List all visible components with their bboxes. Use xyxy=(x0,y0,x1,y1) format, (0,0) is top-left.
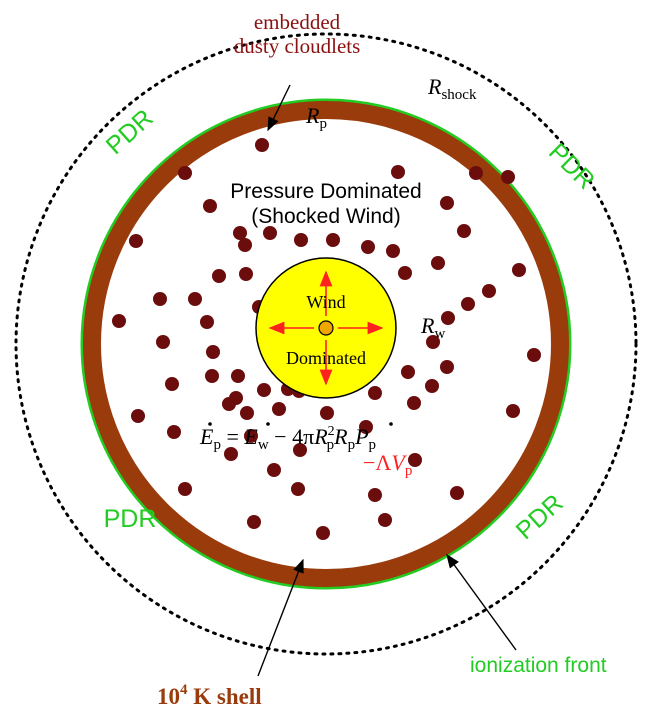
cloudlet xyxy=(361,240,375,254)
cloudlet xyxy=(440,360,454,374)
dot-accent-Ew xyxy=(266,422,270,426)
cloudlet xyxy=(178,166,192,180)
cloudlet xyxy=(506,404,520,418)
cloudlet xyxy=(293,443,307,457)
cloudlet xyxy=(320,406,334,420)
cloudlet xyxy=(527,348,541,362)
cloudlet xyxy=(178,482,192,496)
cloudlet xyxy=(153,292,167,306)
dot-accent-Rp xyxy=(389,422,393,426)
pdr-label-top-right: PDR xyxy=(543,138,600,195)
cloudlet xyxy=(457,224,471,238)
cloudlet xyxy=(291,482,305,496)
cloudlet xyxy=(247,515,261,529)
cloudlets-label-line1: embedded xyxy=(254,10,341,34)
cloudlet xyxy=(386,244,400,258)
cloudlet xyxy=(294,233,308,247)
cloudlet xyxy=(240,406,254,420)
cloudlet xyxy=(368,488,382,502)
cloudlet xyxy=(212,269,226,283)
cloudlet xyxy=(441,311,455,325)
cloudlet xyxy=(391,165,405,179)
cloudlet xyxy=(231,369,245,383)
dot-accent-Ep xyxy=(208,422,212,426)
cloudlet xyxy=(222,397,236,411)
cloudlet xyxy=(425,379,439,393)
cloudlet xyxy=(224,447,238,461)
r-shock-label: Rshock xyxy=(427,74,477,103)
cloudlet xyxy=(272,402,286,416)
cloudlet xyxy=(203,199,217,213)
cloudlet xyxy=(469,166,483,180)
energy-loss-term: −ΛVp xyxy=(363,450,412,479)
shell-label: 104 K shell xyxy=(157,682,262,709)
cloudlet xyxy=(200,315,214,329)
wind-label-line1: Wind xyxy=(306,292,345,312)
cloudlet xyxy=(188,292,202,306)
shock-front xyxy=(14,32,638,656)
cloudlet xyxy=(440,196,454,210)
cloudlet xyxy=(257,383,271,397)
cloudlet xyxy=(233,226,247,240)
cloudlet xyxy=(316,526,330,540)
cloudlet xyxy=(501,170,515,184)
cloudlet xyxy=(156,335,170,349)
cloudlet xyxy=(401,365,415,379)
cloudlet xyxy=(326,233,340,247)
cloudlet xyxy=(408,453,422,467)
r-w-label: Rw xyxy=(420,313,445,342)
pressure-label-line1: Pressure Dominated xyxy=(230,180,421,203)
cloudlet xyxy=(129,234,143,248)
cloudlet xyxy=(431,256,445,270)
cloudlet xyxy=(244,429,258,443)
cloudlet xyxy=(378,513,392,527)
cloudlet xyxy=(359,420,373,434)
wind-label-line2: Dominated xyxy=(286,348,366,368)
pdr-label-bottom-right: PDR xyxy=(511,489,569,545)
cloudlet xyxy=(112,314,126,328)
cloudlet xyxy=(131,409,145,423)
cloudlet xyxy=(238,238,252,252)
cloudlet xyxy=(167,425,181,439)
ionization-front-label: ionization front xyxy=(470,654,607,677)
shell-pointer-arrow xyxy=(257,558,304,677)
cloudlet xyxy=(239,267,253,281)
cloudlet xyxy=(205,369,219,383)
cloudlet xyxy=(255,138,269,152)
cloudlet xyxy=(398,266,412,280)
cloudlet xyxy=(206,345,220,359)
pressure-label-line2: (Shocked Wind) xyxy=(251,205,400,228)
ionization-pointer-arrow xyxy=(446,553,517,651)
ionization-front-ring xyxy=(80,98,572,590)
pdr-label-bottom-left: PDR xyxy=(104,505,157,533)
cloudlet xyxy=(512,263,526,277)
cloudlets-group xyxy=(112,138,541,540)
r-p-label: Rp xyxy=(305,103,327,132)
cloudlet xyxy=(267,463,281,477)
cloudlet xyxy=(263,226,277,240)
cloudlet xyxy=(407,396,421,410)
cloudlets-label-line2: dusty cloudlets xyxy=(234,34,361,58)
cloudlet xyxy=(482,284,496,298)
cloudlets-pointer-arrow xyxy=(267,84,291,132)
cloudlet xyxy=(450,486,464,500)
central-star xyxy=(318,320,334,336)
cloudlet xyxy=(461,297,475,311)
cloudlet xyxy=(165,377,179,391)
shell-ring xyxy=(83,101,569,587)
cloudlet xyxy=(368,386,382,400)
pdr-label-top-left: PDR xyxy=(101,104,159,160)
cloudlet xyxy=(426,335,440,349)
